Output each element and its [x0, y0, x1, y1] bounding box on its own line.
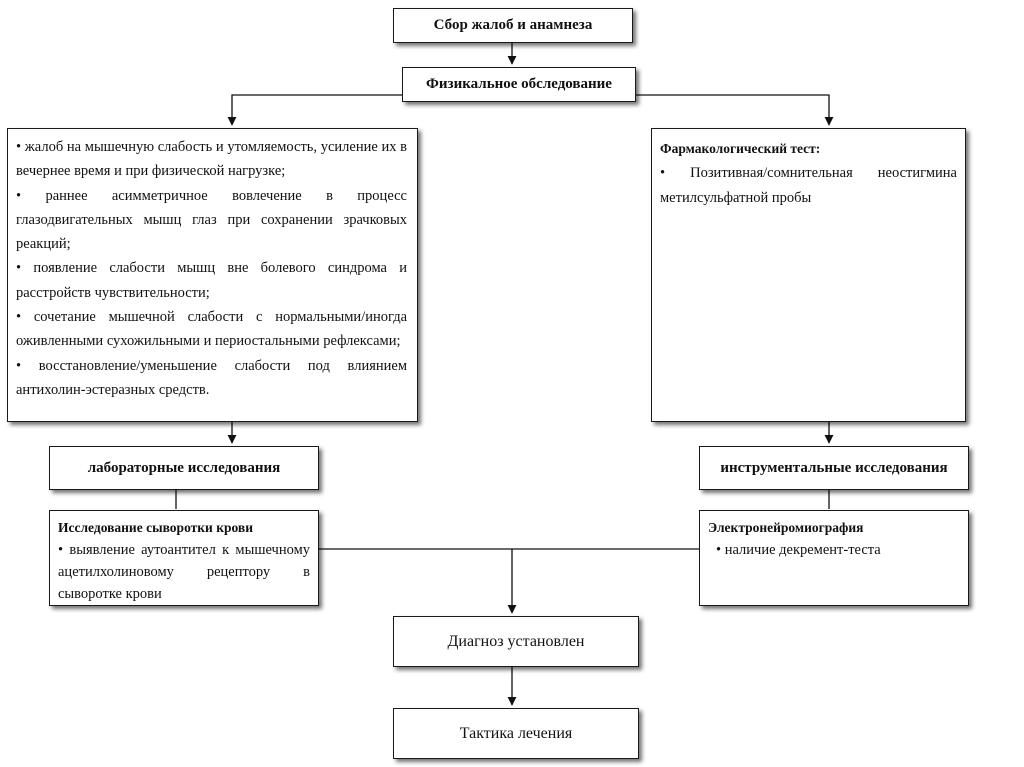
arrow-physical-to-symptoms	[227, 94, 402, 126]
node-enmg: Электронейромиография наличие декремент-…	[699, 510, 969, 606]
serum-title: Исследование сыворотки крови	[58, 520, 253, 535]
node-complaints-label: Сбор жалоб и анамнеза	[433, 17, 593, 33]
symptom-item: появление слабости мышц вне болевого син…	[16, 256, 407, 305]
node-physical-label: Физикальное обследование	[426, 76, 612, 92]
node-symptoms: жалоб на мышечную слабость и утомляемост…	[7, 128, 418, 422]
node-instr: инструментальные исследования	[699, 446, 969, 490]
node-diagnosis: Диагноз установлен	[393, 616, 639, 667]
node-lab-label: лабораторные исследования	[87, 459, 281, 476]
node-instr-label: инструментальные исследования	[720, 459, 948, 476]
enmg-item: наличие декремент-теста	[708, 539, 960, 561]
node-lab: лабораторные исследования	[49, 446, 319, 490]
enmg-title: Электронейромиография	[708, 520, 864, 535]
node-treatment-label: Тактика лечения	[459, 724, 573, 742]
symptom-item: раннее асимметричное вовлечение в процес…	[16, 184, 407, 257]
pharm-test-title: Фармакологический тест:	[660, 141, 821, 156]
arrow-physical-to-pharm	[636, 94, 834, 126]
symptom-item: жалоб на мышечную слабость и утомляемост…	[16, 135, 407, 184]
node-treatment: Тактика лечения	[393, 708, 639, 759]
node-diagnosis-label: Диагноз установлен	[447, 632, 585, 650]
symptom-item: сочетание мышечной слабости с нормальным…	[16, 305, 407, 354]
serum-item: выявление аутоантител к мышечному ацетил…	[58, 539, 310, 605]
node-physical: Физикальное обследование	[402, 67, 636, 102]
node-serum: Исследование сыворотки крови выявление а…	[49, 510, 319, 606]
node-pharm-test: Фармакологический тест: Позитивная/сомни…	[651, 128, 966, 422]
pharm-test-item: Позитивная/сомнительная неостигмина мети…	[660, 161, 957, 210]
symptom-item: восстановление/уменьшение слабости под в…	[16, 354, 407, 403]
node-complaints: Сбор жалоб и анамнеза	[393, 8, 633, 43]
